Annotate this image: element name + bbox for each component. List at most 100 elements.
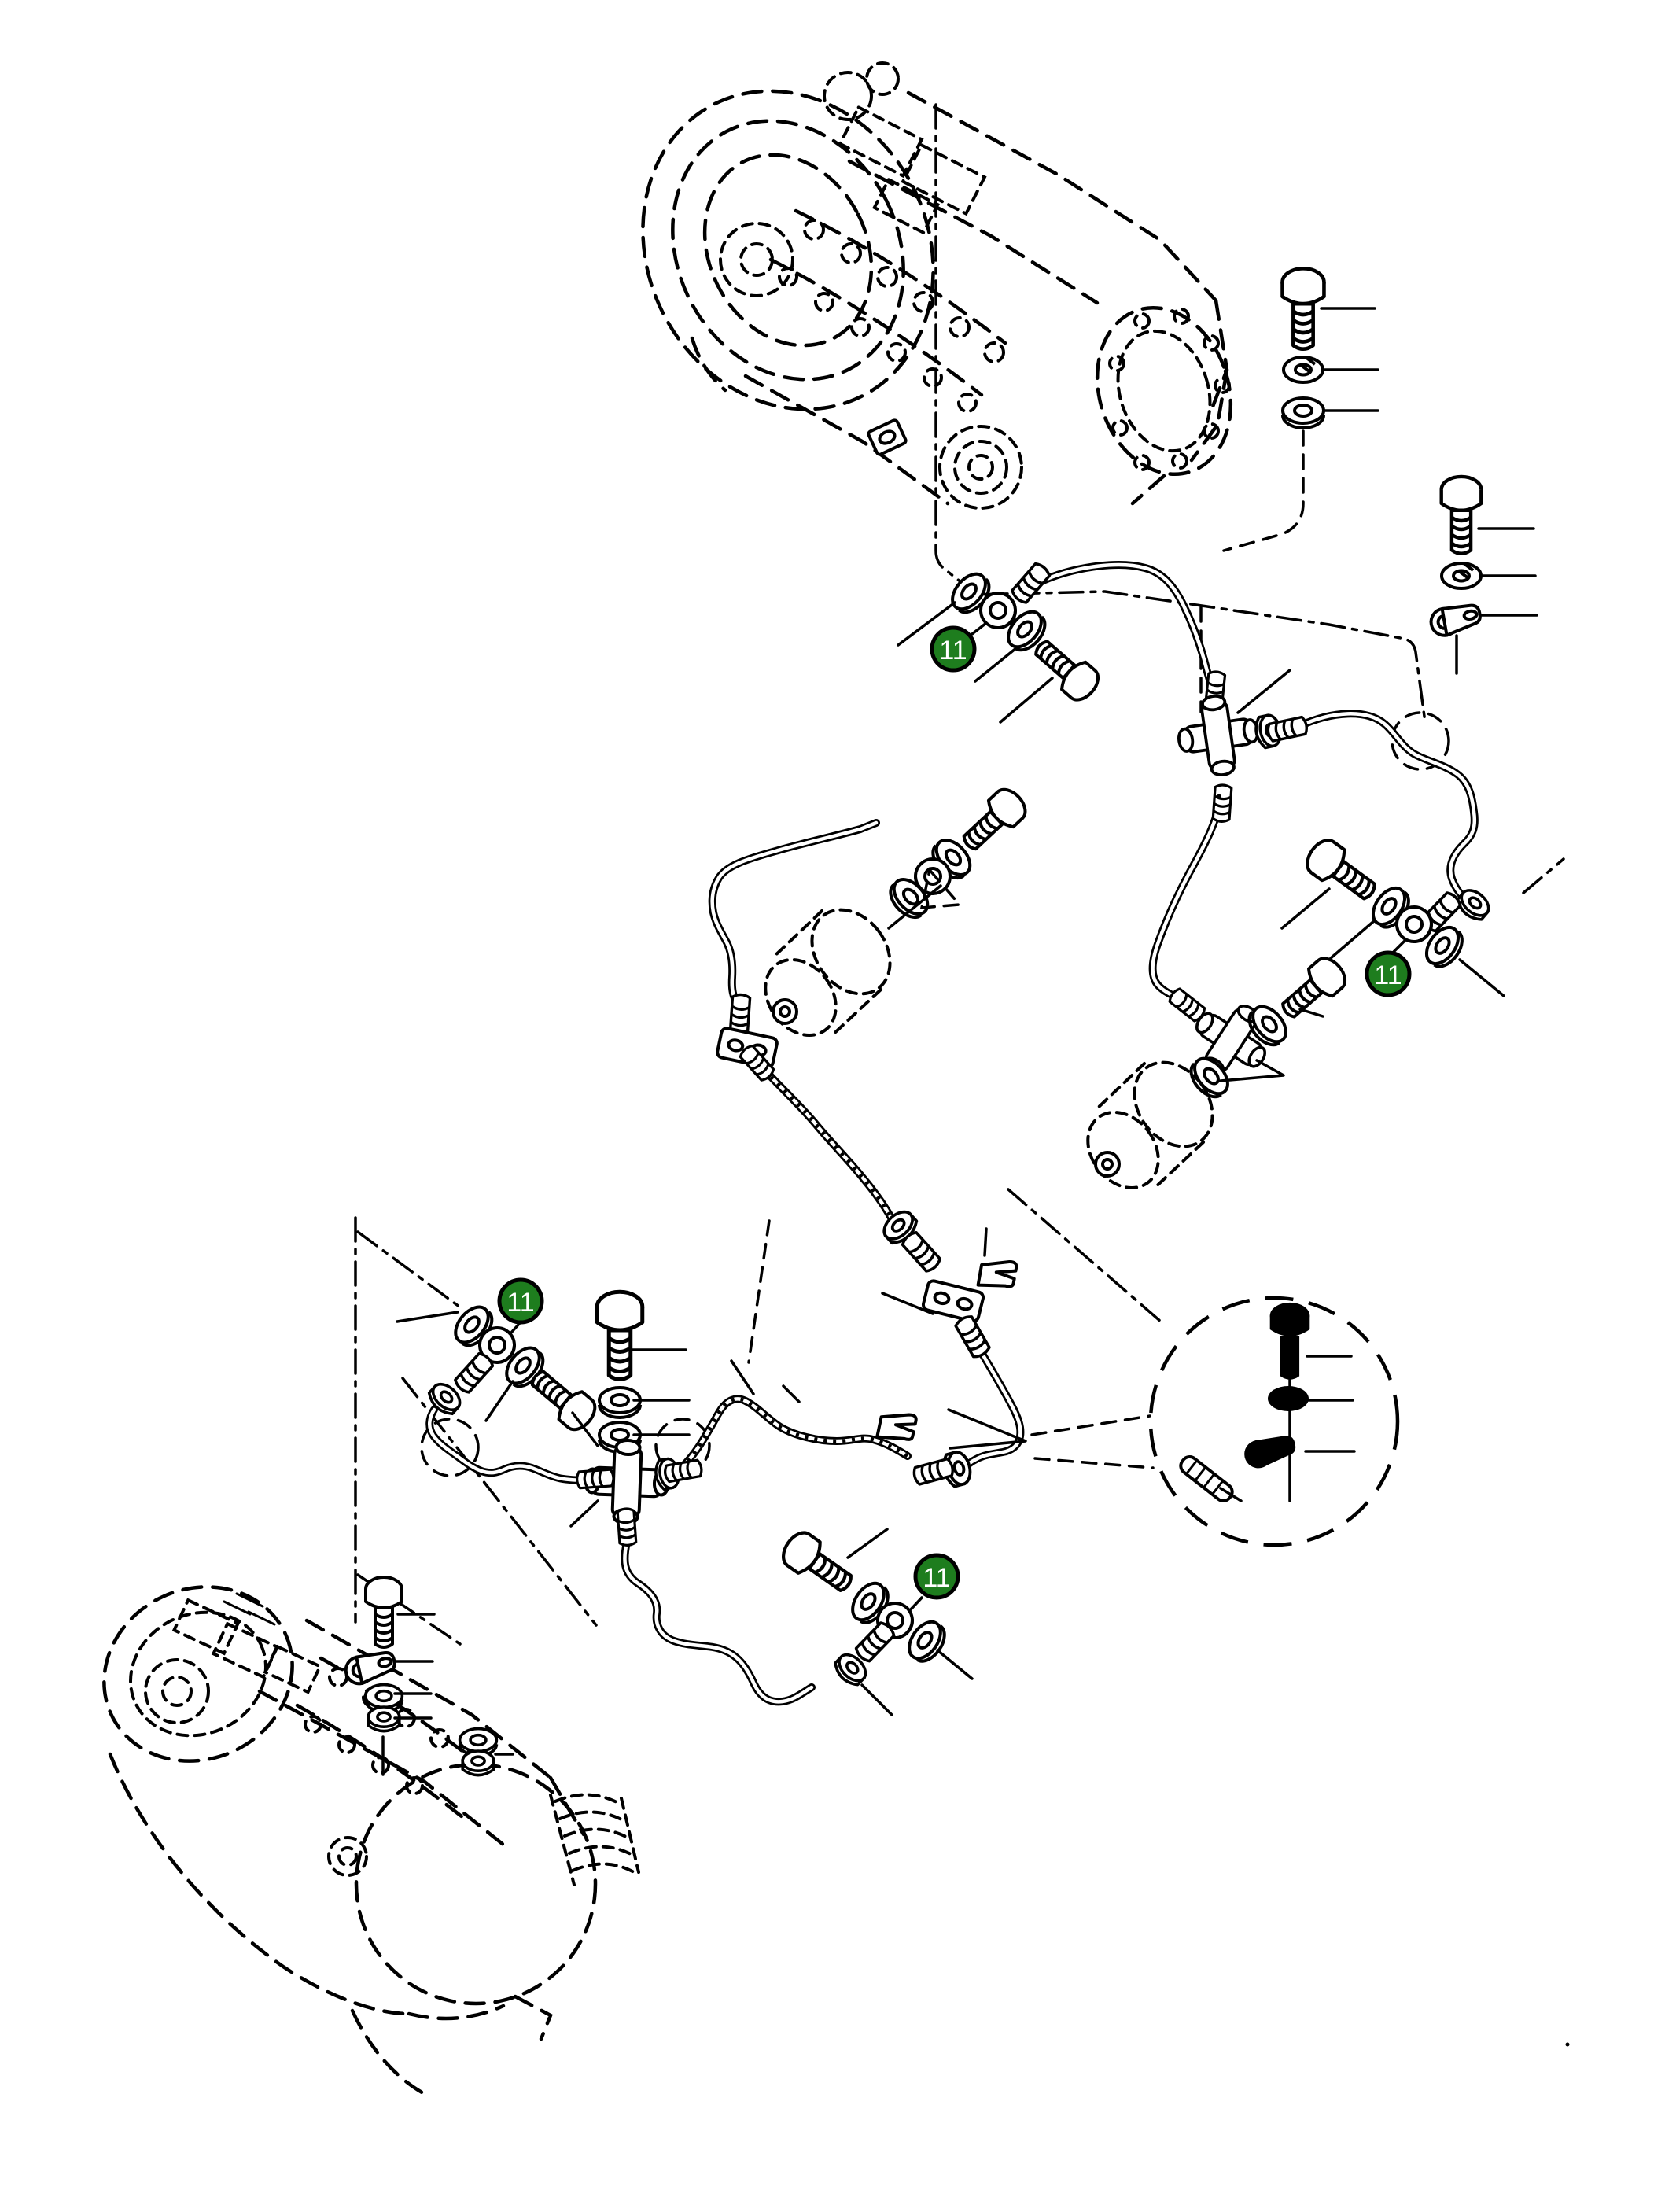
print-speck <box>1565 2042 1570 2047</box>
bolt <box>1283 268 1324 348</box>
pipe-union <box>899 1229 944 1275</box>
rear-diff-port-hole <box>337 1846 358 1867</box>
front-housing-edges <box>690 90 1229 506</box>
front-drum-outer <box>641 89 935 411</box>
part-callout-11-2[interactable]: 11 <box>1365 950 1412 997</box>
rear-axle-stub-ribs <box>549 1793 640 1886</box>
detail-view-circle <box>1148 1296 1400 1547</box>
fittings-and-fasteners <box>341 268 1495 1777</box>
rear-diff-cover <box>354 1762 598 2006</box>
front-pinion-detail <box>865 61 900 96</box>
brake-hose-core <box>681 1399 908 1468</box>
pipe-grommet-mark <box>1391 711 1450 771</box>
banjo-bolt <box>777 1528 859 1601</box>
print-speck <box>1217 794 1221 798</box>
front-hub-ring <box>938 425 1023 510</box>
detail-circle-border <box>1148 1296 1400 1547</box>
nut <box>461 1749 495 1777</box>
brake-pipe-core <box>624 1542 812 1701</box>
callout-circle[interactable] <box>930 625 977 673</box>
pipe-union <box>1211 783 1233 824</box>
front-diff-flange-inner <box>1116 329 1212 453</box>
rear-drum-core-hole <box>161 1676 193 1707</box>
brake-pipe <box>1153 793 1221 999</box>
rear-drum-core <box>144 1658 210 1724</box>
front-hub-ring <box>967 454 994 481</box>
phantom-triangle-marker <box>919 867 963 909</box>
leader-lines-detail <box>1219 1355 1356 1502</box>
brake-pipes <box>429 565 1475 1701</box>
callout-label: 11 <box>939 636 967 665</box>
leader-lines-hose <box>730 1227 1027 1450</box>
leader-lines-cylinders <box>887 884 1324 1082</box>
front-drum-window <box>901 142 987 216</box>
pipe-clamp <box>341 1648 400 1688</box>
bolt <box>1269 1302 1310 1380</box>
bolt <box>597 1292 643 1379</box>
callout-layer: 11 11 11 11 <box>497 625 1412 1600</box>
rear-drum-window <box>211 1621 280 1679</box>
pipe-clamp <box>1427 601 1484 640</box>
brake-pipe <box>713 823 876 1004</box>
banjo-bolt <box>1301 835 1383 909</box>
washer <box>598 1386 642 1419</box>
banjo-bolt <box>953 782 1033 860</box>
callout-label: 11 <box>923 1563 950 1593</box>
callout-circle[interactable] <box>913 1553 960 1600</box>
banjo-bolt <box>1026 630 1106 707</box>
front-drum-inner <box>702 153 874 348</box>
pipe-union <box>451 1350 496 1396</box>
washer <box>1268 1386 1309 1416</box>
rear-housing-edges <box>108 1618 586 2096</box>
front-hub-ring <box>953 440 1008 495</box>
clamp-pin <box>1179 1454 1234 1503</box>
rear-drum-window <box>171 1598 241 1656</box>
callout-circle[interactable] <box>1365 950 1412 997</box>
pipe-grommet-mark <box>654 1418 711 1474</box>
bolt <box>1442 477 1482 554</box>
callout-label: 11 <box>1374 960 1402 990</box>
leader-lines-banjo3 <box>396 1311 599 1447</box>
bolt <box>364 1576 403 1649</box>
part-callout-11-3[interactable]: 11 <box>497 1277 544 1325</box>
leader-lines-tee2 <box>569 1348 691 1528</box>
spring-clip <box>976 1255 1019 1293</box>
washer <box>1281 396 1325 429</box>
rear-drum-inner <box>129 1610 267 1738</box>
front-flange-bolt-holes <box>778 219 1005 413</box>
front-drum-core <box>719 222 794 297</box>
leader-lines-banjo4 <box>846 1528 974 1716</box>
pipe-union <box>575 1468 616 1490</box>
front-drain-plug <box>867 418 908 456</box>
spring-clip <box>875 1407 919 1446</box>
pipe-grommet-mark <box>420 1418 480 1477</box>
rear-diff-port <box>327 1836 368 1877</box>
bolt <box>1273 951 1353 1028</box>
pipe-union <box>616 1506 638 1547</box>
pipe-union <box>853 1619 897 1665</box>
part-callout-11-1[interactable]: 11 <box>930 625 977 673</box>
lock-washer <box>1282 356 1324 384</box>
callout-circle[interactable] <box>497 1277 544 1325</box>
front-diff-flange <box>1095 305 1233 477</box>
centerlines <box>354 103 1565 1646</box>
rear-drum-outer <box>102 1585 294 1763</box>
front-drum-core-hole <box>739 242 774 277</box>
front-drum-window <box>838 105 924 179</box>
clamp-plate <box>920 1277 986 1325</box>
callout-label: 11 <box>506 1288 534 1318</box>
leader-lines <box>381 307 1538 1776</box>
front-diff-flange-holes <box>1108 308 1231 471</box>
rear-axle-assembly <box>102 1585 640 2096</box>
leader-lines-banjo1 <box>897 601 1291 724</box>
banjo-bolt <box>522 1360 602 1437</box>
leader-lines-rear-clamp <box>381 1613 514 1776</box>
wheel-cylinder-2 <box>1086 1060 1214 1191</box>
wheel-cylinder-1 <box>764 908 892 1038</box>
front-axle-assembly <box>641 61 1233 510</box>
front-drum-window <box>872 177 940 235</box>
lock-washer <box>1440 562 1483 590</box>
leader-lines-top-right <box>1320 307 1538 675</box>
part-callout-11-4[interactable]: 11 <box>913 1553 960 1600</box>
